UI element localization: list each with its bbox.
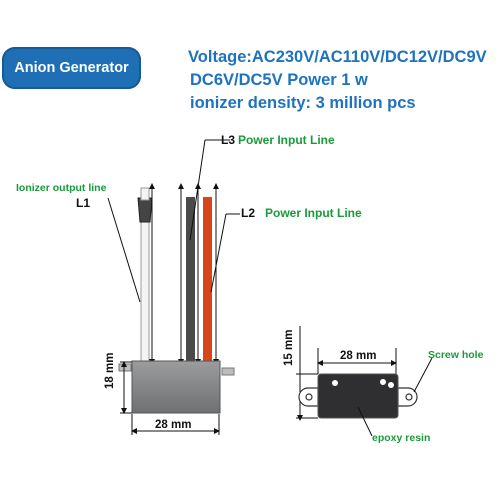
right-tab [221,367,235,376]
module-body [131,360,221,414]
spec-voltage: Voltage:AC230V/AC110V/DC12V/DC9V [188,48,487,66]
l3-label: Power Input Line [238,133,335,147]
screw-hole-label: Screw hole [428,349,484,361]
dark-power-wire [186,197,195,363]
l1-tag: L1 [76,196,91,210]
ionizer-output-label: Ionizer output line [16,182,107,194]
l1-leader [107,197,141,303]
epoxy-resin-label: epoxy resin [372,432,431,444]
screw-hole-leader [413,357,433,393]
l2-label: Power Input Line [265,206,362,220]
left-height-dim: 18 mm [104,352,116,389]
left-tab [118,363,132,372]
spec-voltage-power: DC6V/DC5V Power 1 w [190,71,368,89]
spec-ion-density: ionizer density: 3 million pcs [190,94,416,112]
wire-exit-3 [388,382,394,388]
l2-tag: L2 [241,206,256,220]
wire-exit-2 [380,379,386,385]
l2-leader [210,213,227,293]
l3-leader [189,139,206,241]
module-top-view [317,373,399,419]
white-output-wire [137,187,153,364]
right-width-dim: 28 mm [340,350,377,362]
l3-tag: L3 [221,133,236,147]
epoxy-leader [357,406,373,437]
right-height-dim: 15 mm [283,329,295,366]
left-mounting-ear [298,387,319,407]
right-mounting-ear [397,387,418,407]
wire-exit-1 [332,380,338,386]
red-power-wire [203,197,212,363]
product-badge: Anion Generator [2,47,141,89]
left-width-dim: 28 mm [155,419,192,431]
spec-block: Voltage:AC230V/AC110V/DC12V/DC9V DC6V/DC… [188,46,487,115]
